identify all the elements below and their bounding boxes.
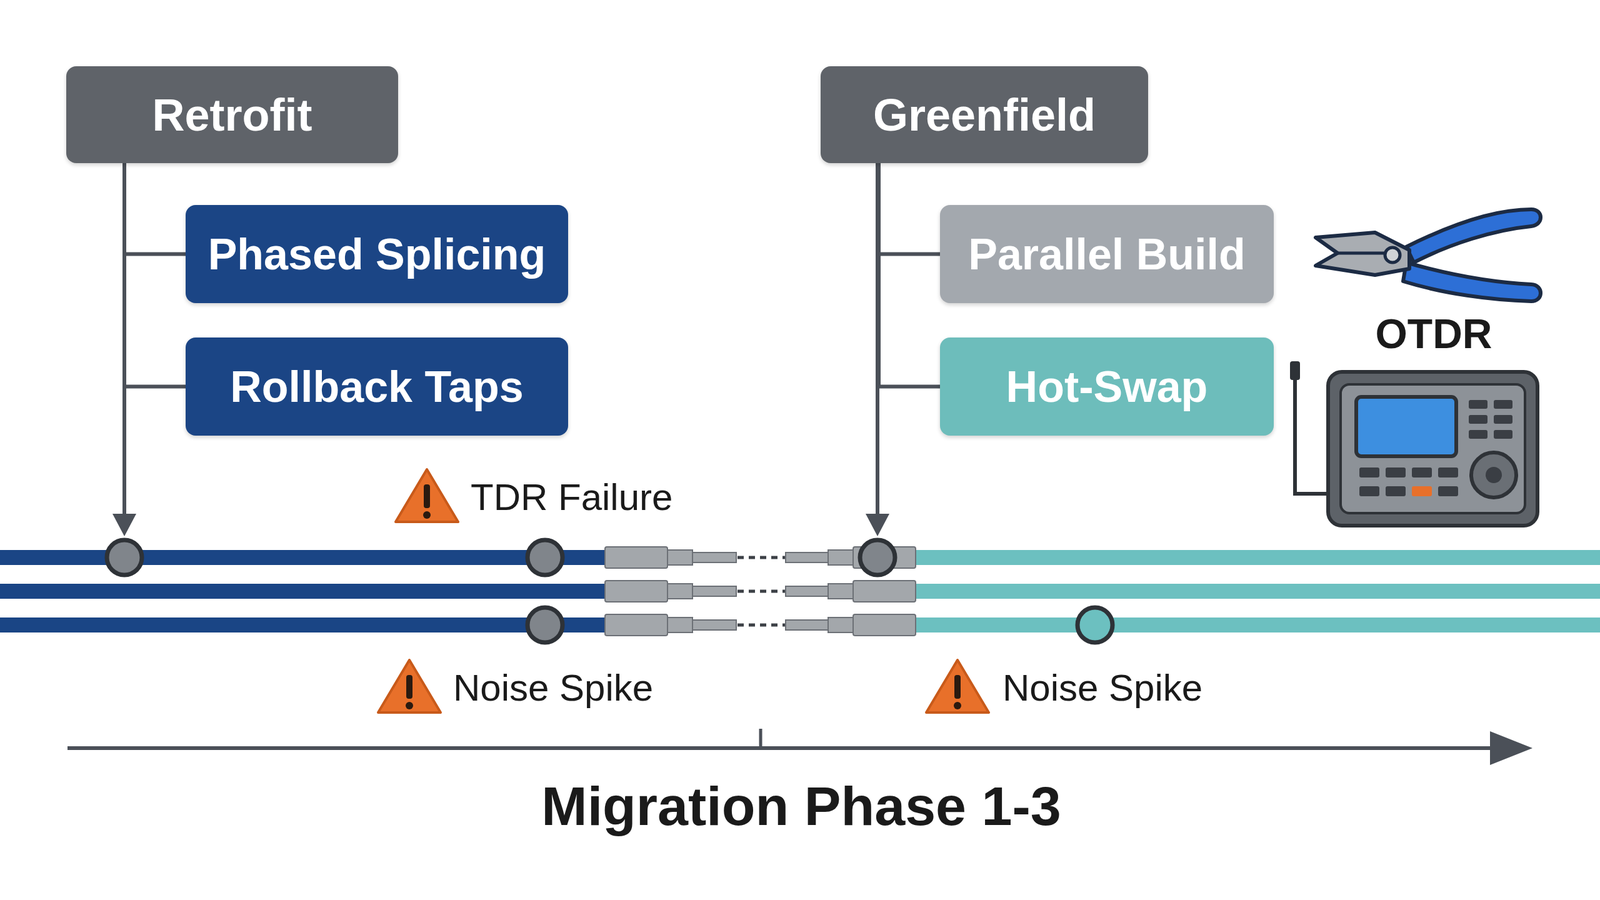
- box-label: Phased Splicing: [208, 229, 547, 280]
- process-box: Phased Splicing: [185, 205, 569, 304]
- process-box: Hot-Swap: [940, 337, 1274, 436]
- dashed-link: [737, 557, 785, 625]
- process-box: Greenfield: [820, 66, 1149, 164]
- box-label: Rollback Taps: [230, 361, 524, 412]
- process-box: Parallel Build: [940, 205, 1274, 304]
- warning-label: Noise Spike: [1002, 666, 1203, 710]
- trunk-arrow: [112, 163, 890, 537]
- process-box: Rollback Taps: [185, 337, 569, 436]
- timeline-axis: [67, 728, 1533, 765]
- warning-icon: [378, 660, 441, 713]
- splice-dot: [106, 540, 1113, 643]
- warning-icon: [395, 469, 459, 522]
- box-label: Parallel Build: [968, 229, 1245, 280]
- tree-connector: [878, 163, 940, 387]
- pliers-icon: [1315, 209, 1541, 302]
- otdr-device: [1290, 361, 1538, 526]
- warning-icon: [926, 660, 989, 713]
- tree-connector: [124, 163, 186, 255]
- warning-label: TDR Failure: [470, 475, 673, 519]
- box-label: Hot-Swap: [1006, 361, 1209, 412]
- device-label: OTDR: [1375, 310, 1493, 358]
- axis-caption: Migration Phase 1-3: [541, 774, 1061, 839]
- tree-connector: [124, 163, 186, 387]
- box-label: Retrofit: [152, 89, 313, 141]
- warning-label: Noise Spike: [453, 666, 654, 710]
- tree-connector: [878, 163, 940, 255]
- box-label: Greenfield: [873, 89, 1096, 141]
- process-box: Retrofit: [66, 66, 399, 164]
